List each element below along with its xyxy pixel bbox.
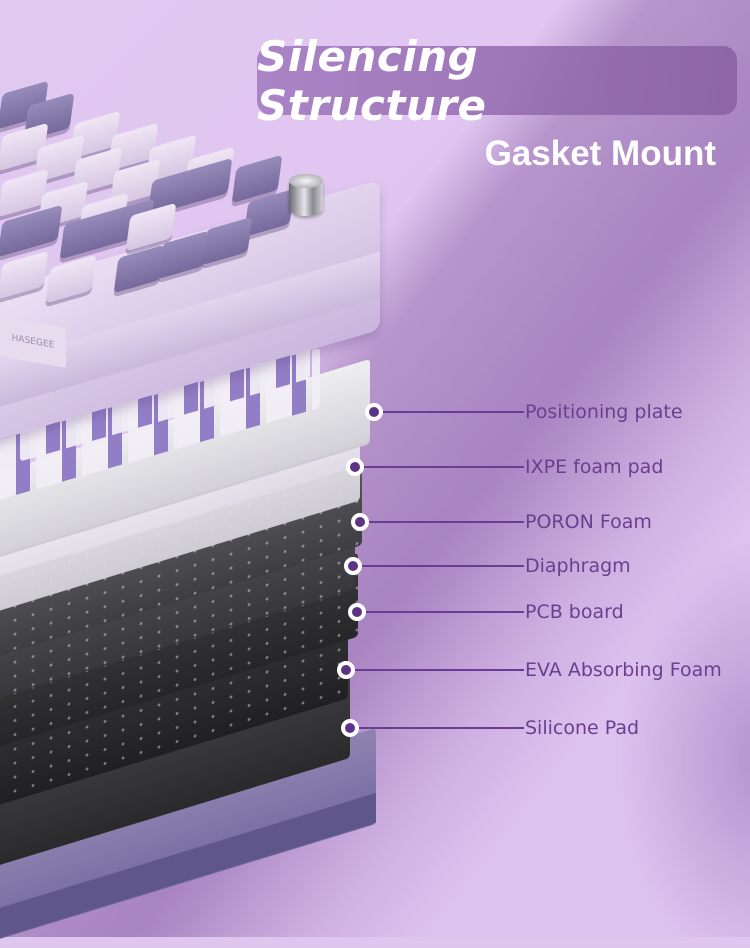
callout-label: Diaphragm [525,555,631,577]
callout-dot-icon [351,513,369,531]
page-title: Silencing Structure [257,31,487,130]
callout-dot-icon [348,603,366,621]
callout-diaphragm: Diaphragm [344,555,631,577]
callout-line [366,611,524,613]
volume-knob-cap [289,174,323,188]
callout-dot-icon [344,557,362,575]
callout-ixpe-foam-pad: IXPE foam pad [346,456,664,478]
callout-label: PORON Foam [525,511,652,533]
callout-pcb-board: PCB board [348,601,624,623]
callout-silicone-pad: Silicone Pad [341,717,640,739]
callout-eva-absorbing-foam: EVA Absorbing Foam [337,659,722,681]
keyboard-exploded-illustration: HASEGEE [0,80,380,948]
callout-dot-icon [337,661,355,679]
title-banner: Silencing Structure [257,32,737,130]
callout-line [355,669,524,671]
callout-line [359,727,524,729]
callout-label: PCB board [525,601,624,623]
callout-label: Silicone Pad [525,717,640,739]
callout-positioning-plate: Positioning plate [365,401,683,423]
callout-dot-icon [365,403,383,421]
callout-line [362,565,524,567]
callout-label: EVA Absorbing Foam [525,659,722,681]
callout-line [383,411,524,413]
page-subtitle: Gasket Mount [484,134,716,173]
callout-poron-foam: PORON Foam [351,511,652,533]
callout-dot-icon [346,458,364,476]
callout-line [369,521,524,523]
callout-line [364,466,524,468]
callout-label: IXPE foam pad [525,456,664,478]
callout-dot-icon [341,719,359,737]
callout-label: Positioning plate [525,401,683,423]
